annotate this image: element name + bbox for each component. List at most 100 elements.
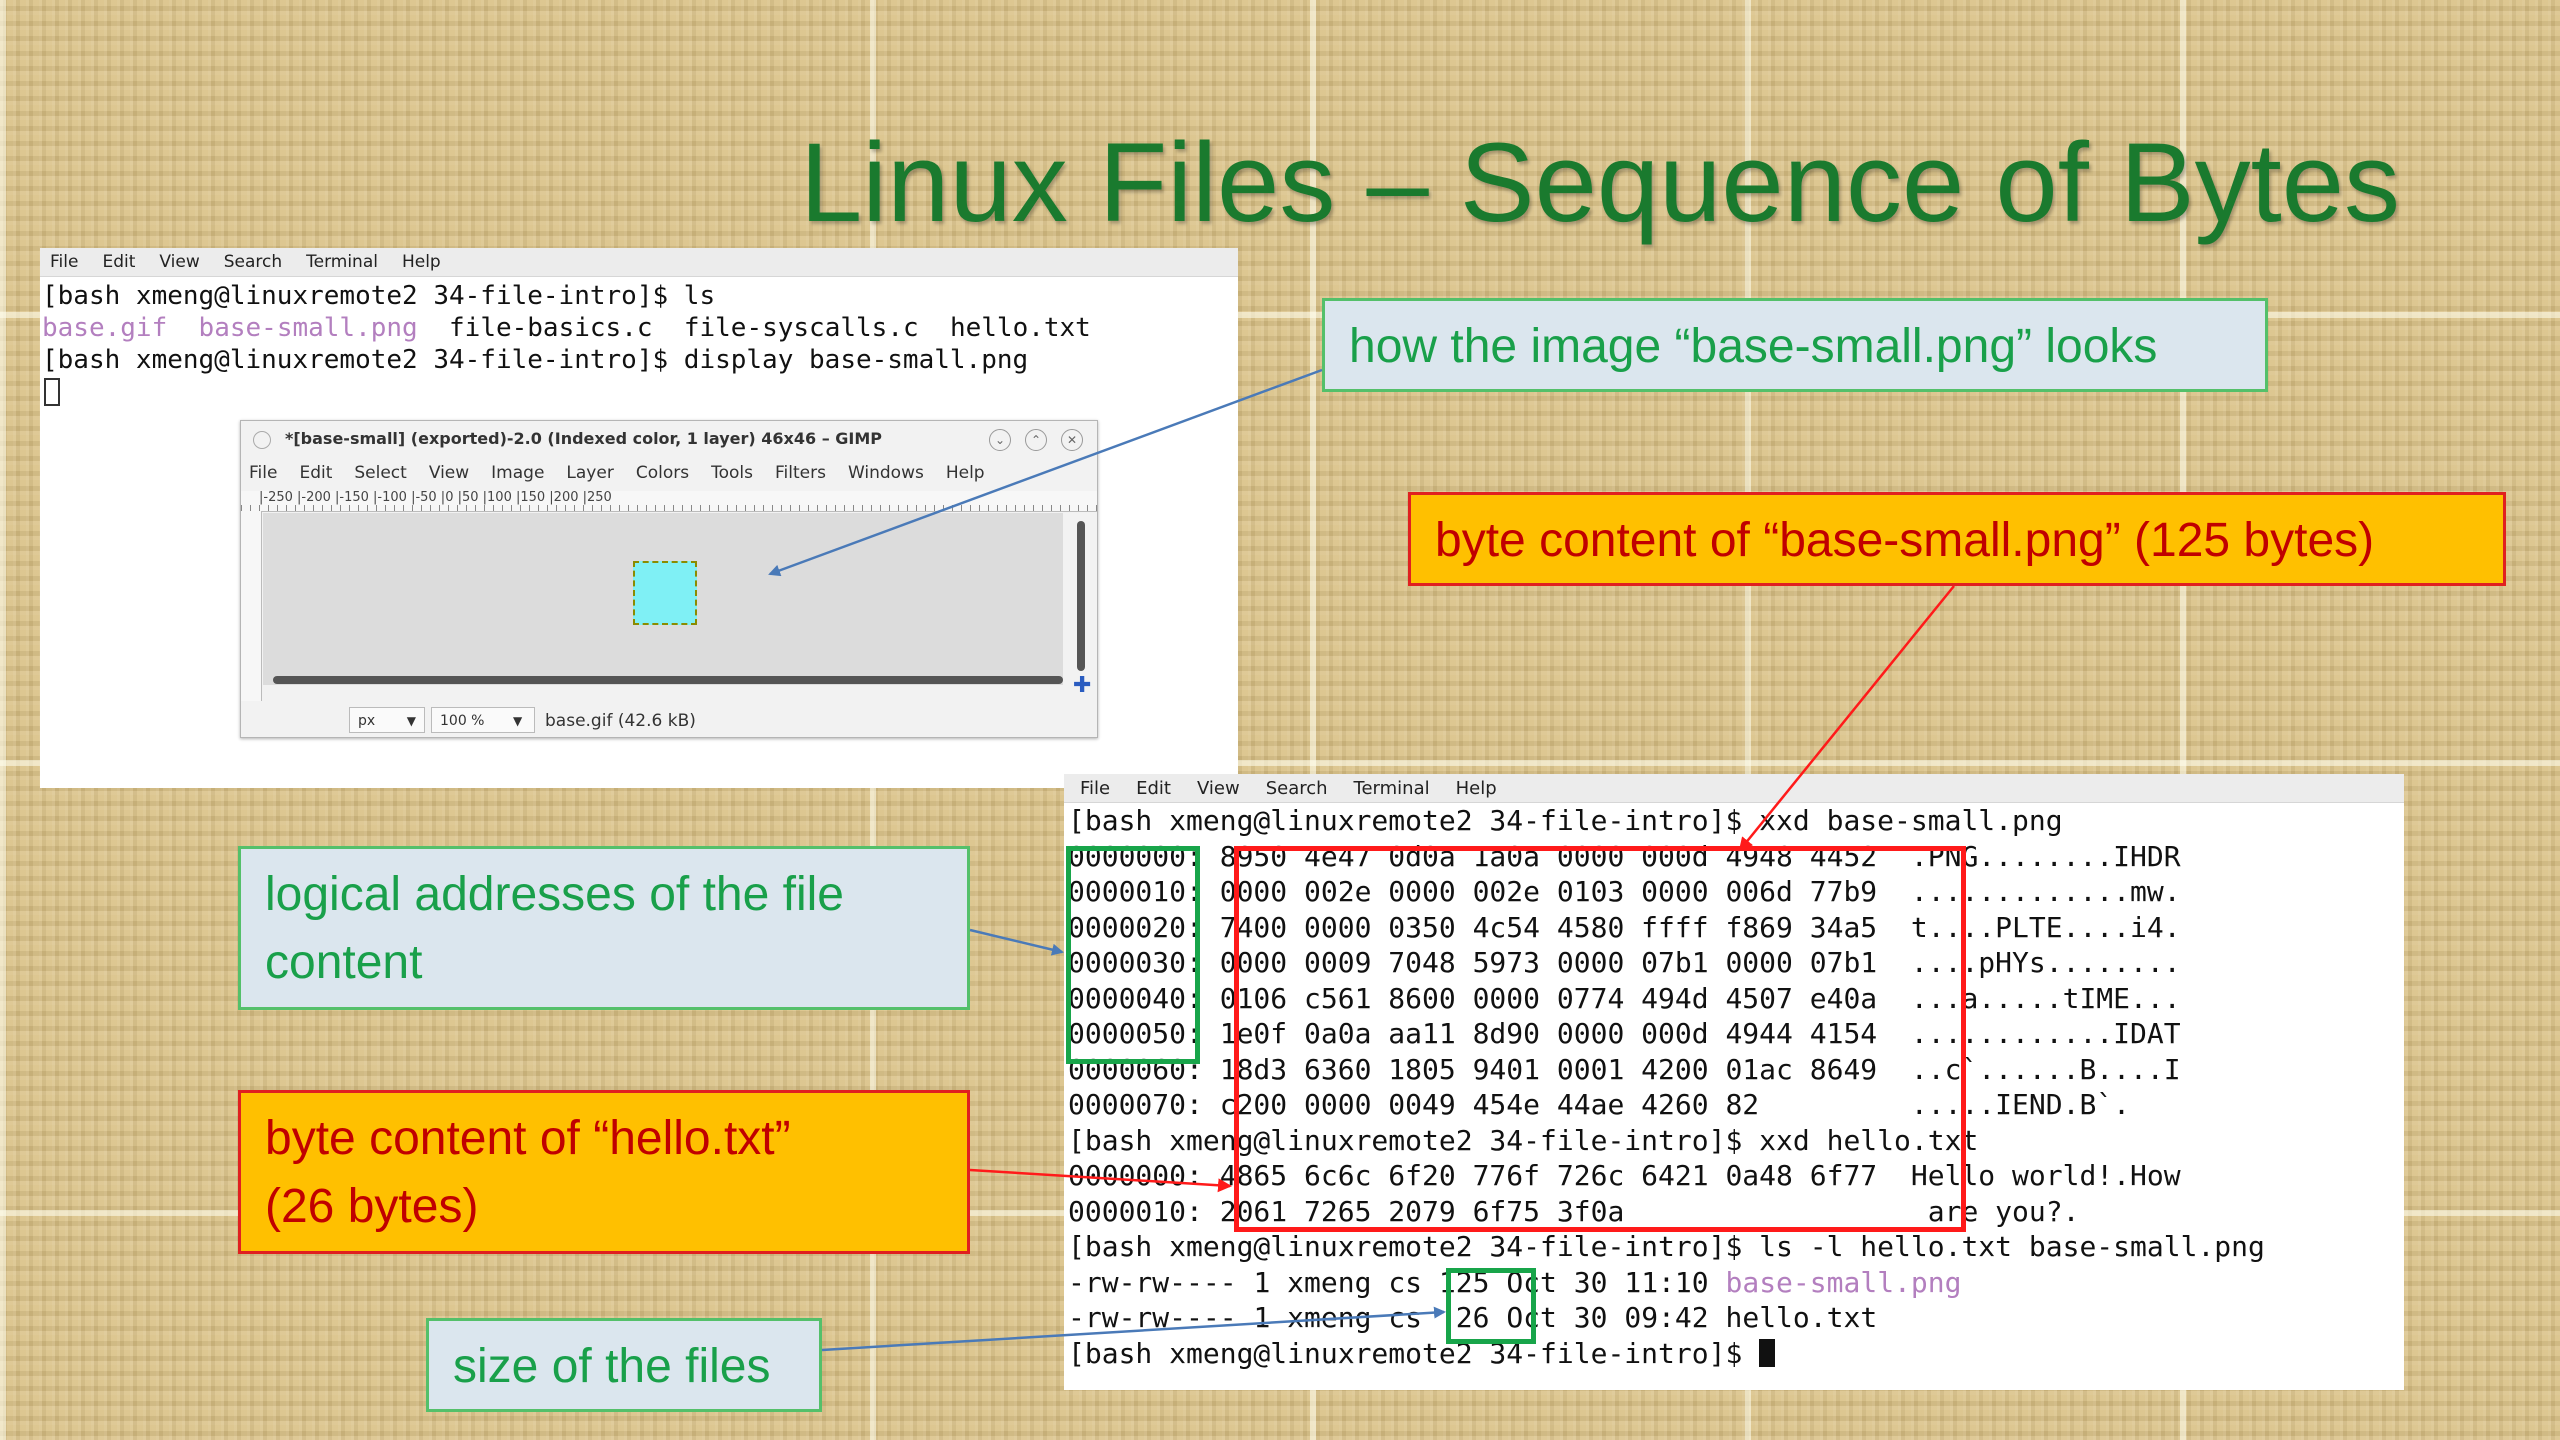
gimp-menu-layer[interactable]: Layer (566, 463, 614, 483)
png-bytes-highlight (1234, 846, 1966, 1232)
navigate-icon[interactable]: ✚ (1073, 673, 1092, 698)
file-name: file-basics.c (449, 313, 653, 343)
gimp-menu-filters[interactable]: Filters (774, 463, 826, 483)
file-name: base.gif (42, 313, 168, 343)
menu-help[interactable]: Help (1455, 777, 1497, 799)
bottom-terminal-window[interactable]: File Edit View Search Terminal Help [bas… (1064, 774, 2404, 1390)
gimp-menu-view[interactable]: View (428, 463, 470, 483)
gimp-window-title: *[base-small] (exported)-2.0 (Indexed co… (285, 429, 882, 448)
zoom-dropdown[interactable]: ▼ (507, 707, 535, 733)
menu-search[interactable]: Search (1265, 777, 1328, 799)
unit-value: px (358, 713, 376, 729)
hex-row: 0000000: 4865 6c6c 6f20 776f 726c 6421 0… (1068, 1159, 2181, 1192)
callout-text: size of the files (453, 1340, 771, 1393)
menu-help[interactable]: Help (401, 252, 441, 272)
hex-row: 0000050: 1e0f 0a0a aa11 8d90 0000 000d 4… (1068, 1017, 2181, 1050)
callout-size: size of the files (426, 1318, 822, 1412)
callout-text: content (265, 936, 423, 989)
image-preview[interactable] (633, 561, 697, 625)
ls-row: -rw-rw---- 1 xmeng cs 125 Oct 30 11:10 b… (1068, 1265, 2404, 1301)
hex-row: 0000020: 7400 0000 0350 4c54 4580 ffff f… (1068, 910, 2181, 944)
hex-row: 0000010: 0000 002e 0000 002e 0103 0000 0… (1068, 875, 2181, 908)
bottom-terminal-content[interactable]: [bash xmeng@linuxremote2 34-file-intro]$… (1064, 803, 2404, 1371)
chevron-down-icon: ▼ (406, 714, 416, 728)
ruler-labels: |-250 |-200 |-150 |-100 |-50 |0 |50 |100… (259, 490, 612, 505)
size-highlight (1446, 1268, 1536, 1344)
vertical-scrollbar[interactable] (1077, 521, 1085, 671)
terminal-cursor (1759, 1338, 1776, 1367)
hex-row: 0000010: 2061 7265 2079 6f75 3f0a are yo… (1068, 1194, 2080, 1228)
menu-edit[interactable]: Edit (102, 252, 136, 272)
gimp-menubar: File Edit Select View Image Layer Colors… (249, 463, 1007, 483)
ls-row: -rw-rw---- 1 xmeng cs 26 Oct 30 09:42 he… (1068, 1300, 2404, 1336)
menu-terminal[interactable]: Terminal (306, 252, 378, 272)
file-date: Oct 30 09:42 (1506, 1301, 1709, 1334)
file-name: base-small.png (198, 313, 418, 343)
top-terminal-menubar: File Edit View Search Terminal Help (40, 248, 1238, 277)
panel-seam (0, 312, 2560, 318)
menu-view[interactable]: View (1196, 777, 1240, 799)
owner: xmeng (1287, 1265, 1372, 1299)
file-size: 26 (1438, 1301, 1490, 1334)
callout-png-bytes: byte content of “base-small.png” (125 by… (1408, 492, 2506, 586)
callout-text: byte content of “hello.txt” (265, 1112, 791, 1165)
gimp-statusbar: px▼ 100 % ▼ base.gif (42.6 kB) (241, 697, 1097, 737)
vertical-ruler[interactable] (241, 511, 262, 701)
callout-hello-bytes: byte content of “hello.txt” (26 bytes) (238, 1090, 970, 1254)
menu-edit[interactable]: Edit (1136, 777, 1171, 799)
unit-select[interactable]: px ▼ (349, 707, 425, 733)
callout-text: (26 bytes) (265, 1180, 479, 1233)
address-highlight (1066, 846, 1200, 1064)
gimp-menu-tools[interactable]: Tools (711, 463, 753, 483)
slide-title: Linux Files – Sequence of Bytes (800, 120, 2401, 245)
terminal-line: [bash xmeng@linuxremote2 34-file-intro]$… (42, 281, 716, 311)
terminal-cursor (44, 378, 60, 406)
hex-row: 0000030: 0000 0009 7048 5973 0000 07b1 0… (1068, 946, 2181, 979)
maximize-icon[interactable]: ⌃ (1025, 429, 1047, 451)
hex-row: 0000060: 18d3 6360 1805 9401 0001 4200 0… (1068, 1052, 2181, 1086)
menu-view[interactable]: View (159, 252, 200, 272)
gimp-menu-image[interactable]: Image (491, 463, 545, 483)
group: cs (1388, 1301, 1423, 1334)
minimize-icon[interactable]: ⌄ (989, 429, 1011, 451)
file-name: file-syscalls.c (683, 313, 919, 343)
menu-terminal[interactable]: Terminal (1353, 777, 1430, 799)
links: 1 (1253, 1301, 1271, 1334)
links: 1 (1253, 1265, 1271, 1299)
panel-seam (1310, 0, 1316, 1440)
callout-logical-addresses: logical addresses of the file content (238, 846, 970, 1010)
file-name: hello.txt (1725, 1301, 1878, 1334)
file-name: base-small.png (1725, 1265, 1962, 1299)
gimp-menu-windows[interactable]: Windows (847, 463, 924, 483)
status-text: base.gif (42.6 kB) (545, 711, 696, 731)
owner: xmeng (1287, 1301, 1372, 1334)
gimp-menu-file[interactable]: File (249, 463, 278, 483)
perms: -rw-rw---- (1068, 1265, 1237, 1299)
horizontal-scrollbar[interactable] (273, 676, 1063, 684)
menu-search[interactable]: Search (223, 252, 283, 272)
gimp-menu-help[interactable]: Help (945, 463, 985, 483)
panel-seam (0, 0, 6, 1440)
group: cs (1388, 1265, 1423, 1299)
menu-file[interactable]: File (1080, 777, 1111, 799)
gimp-menu-edit[interactable]: Edit (299, 463, 333, 483)
gimp-menu-colors[interactable]: Colors (635, 463, 690, 483)
bottom-terminal-menubar: File Edit View Search Terminal Help (1064, 774, 2404, 803)
gimp-app-icon (253, 431, 271, 449)
file-name: hello.txt (949, 313, 1091, 343)
file-date: Oct 30 11:10 (1506, 1265, 1709, 1299)
ls-output: base.gif base-small.png file-basics.c fi… (42, 312, 1238, 344)
callout-text: byte content of “base-small.png” (125 by… (1435, 514, 2375, 567)
terminal-line: [bash xmeng@linuxremote2 34-file-intro]$… (1068, 804, 2063, 837)
terminal-line: [bash xmeng@linuxremote2 34-file-intro]$… (42, 345, 1029, 375)
terminal-line: [bash xmeng@linuxremote2 34-file-intro]$… (1068, 1123, 1979, 1157)
gimp-window[interactable]: *[base-small] (exported)-2.0 (Indexed co… (240, 420, 1098, 738)
callout-text: logical addresses of the file (265, 868, 844, 921)
arrow-addresses (969, 928, 1064, 956)
menu-file[interactable]: File (50, 252, 79, 272)
terminal-line: [bash xmeng@linuxremote2 34-file-intro]$… (1068, 1230, 2265, 1263)
gimp-menu-select[interactable]: Select (354, 463, 407, 483)
hex-row: 0000040: 0106 c561 8600 0000 0774 494d 4… (1068, 981, 2181, 1015)
top-terminal-content[interactable]: [bash xmeng@linuxremote2 34-file-intro]$… (40, 277, 1238, 406)
close-icon[interactable]: ✕ (1061, 429, 1083, 451)
